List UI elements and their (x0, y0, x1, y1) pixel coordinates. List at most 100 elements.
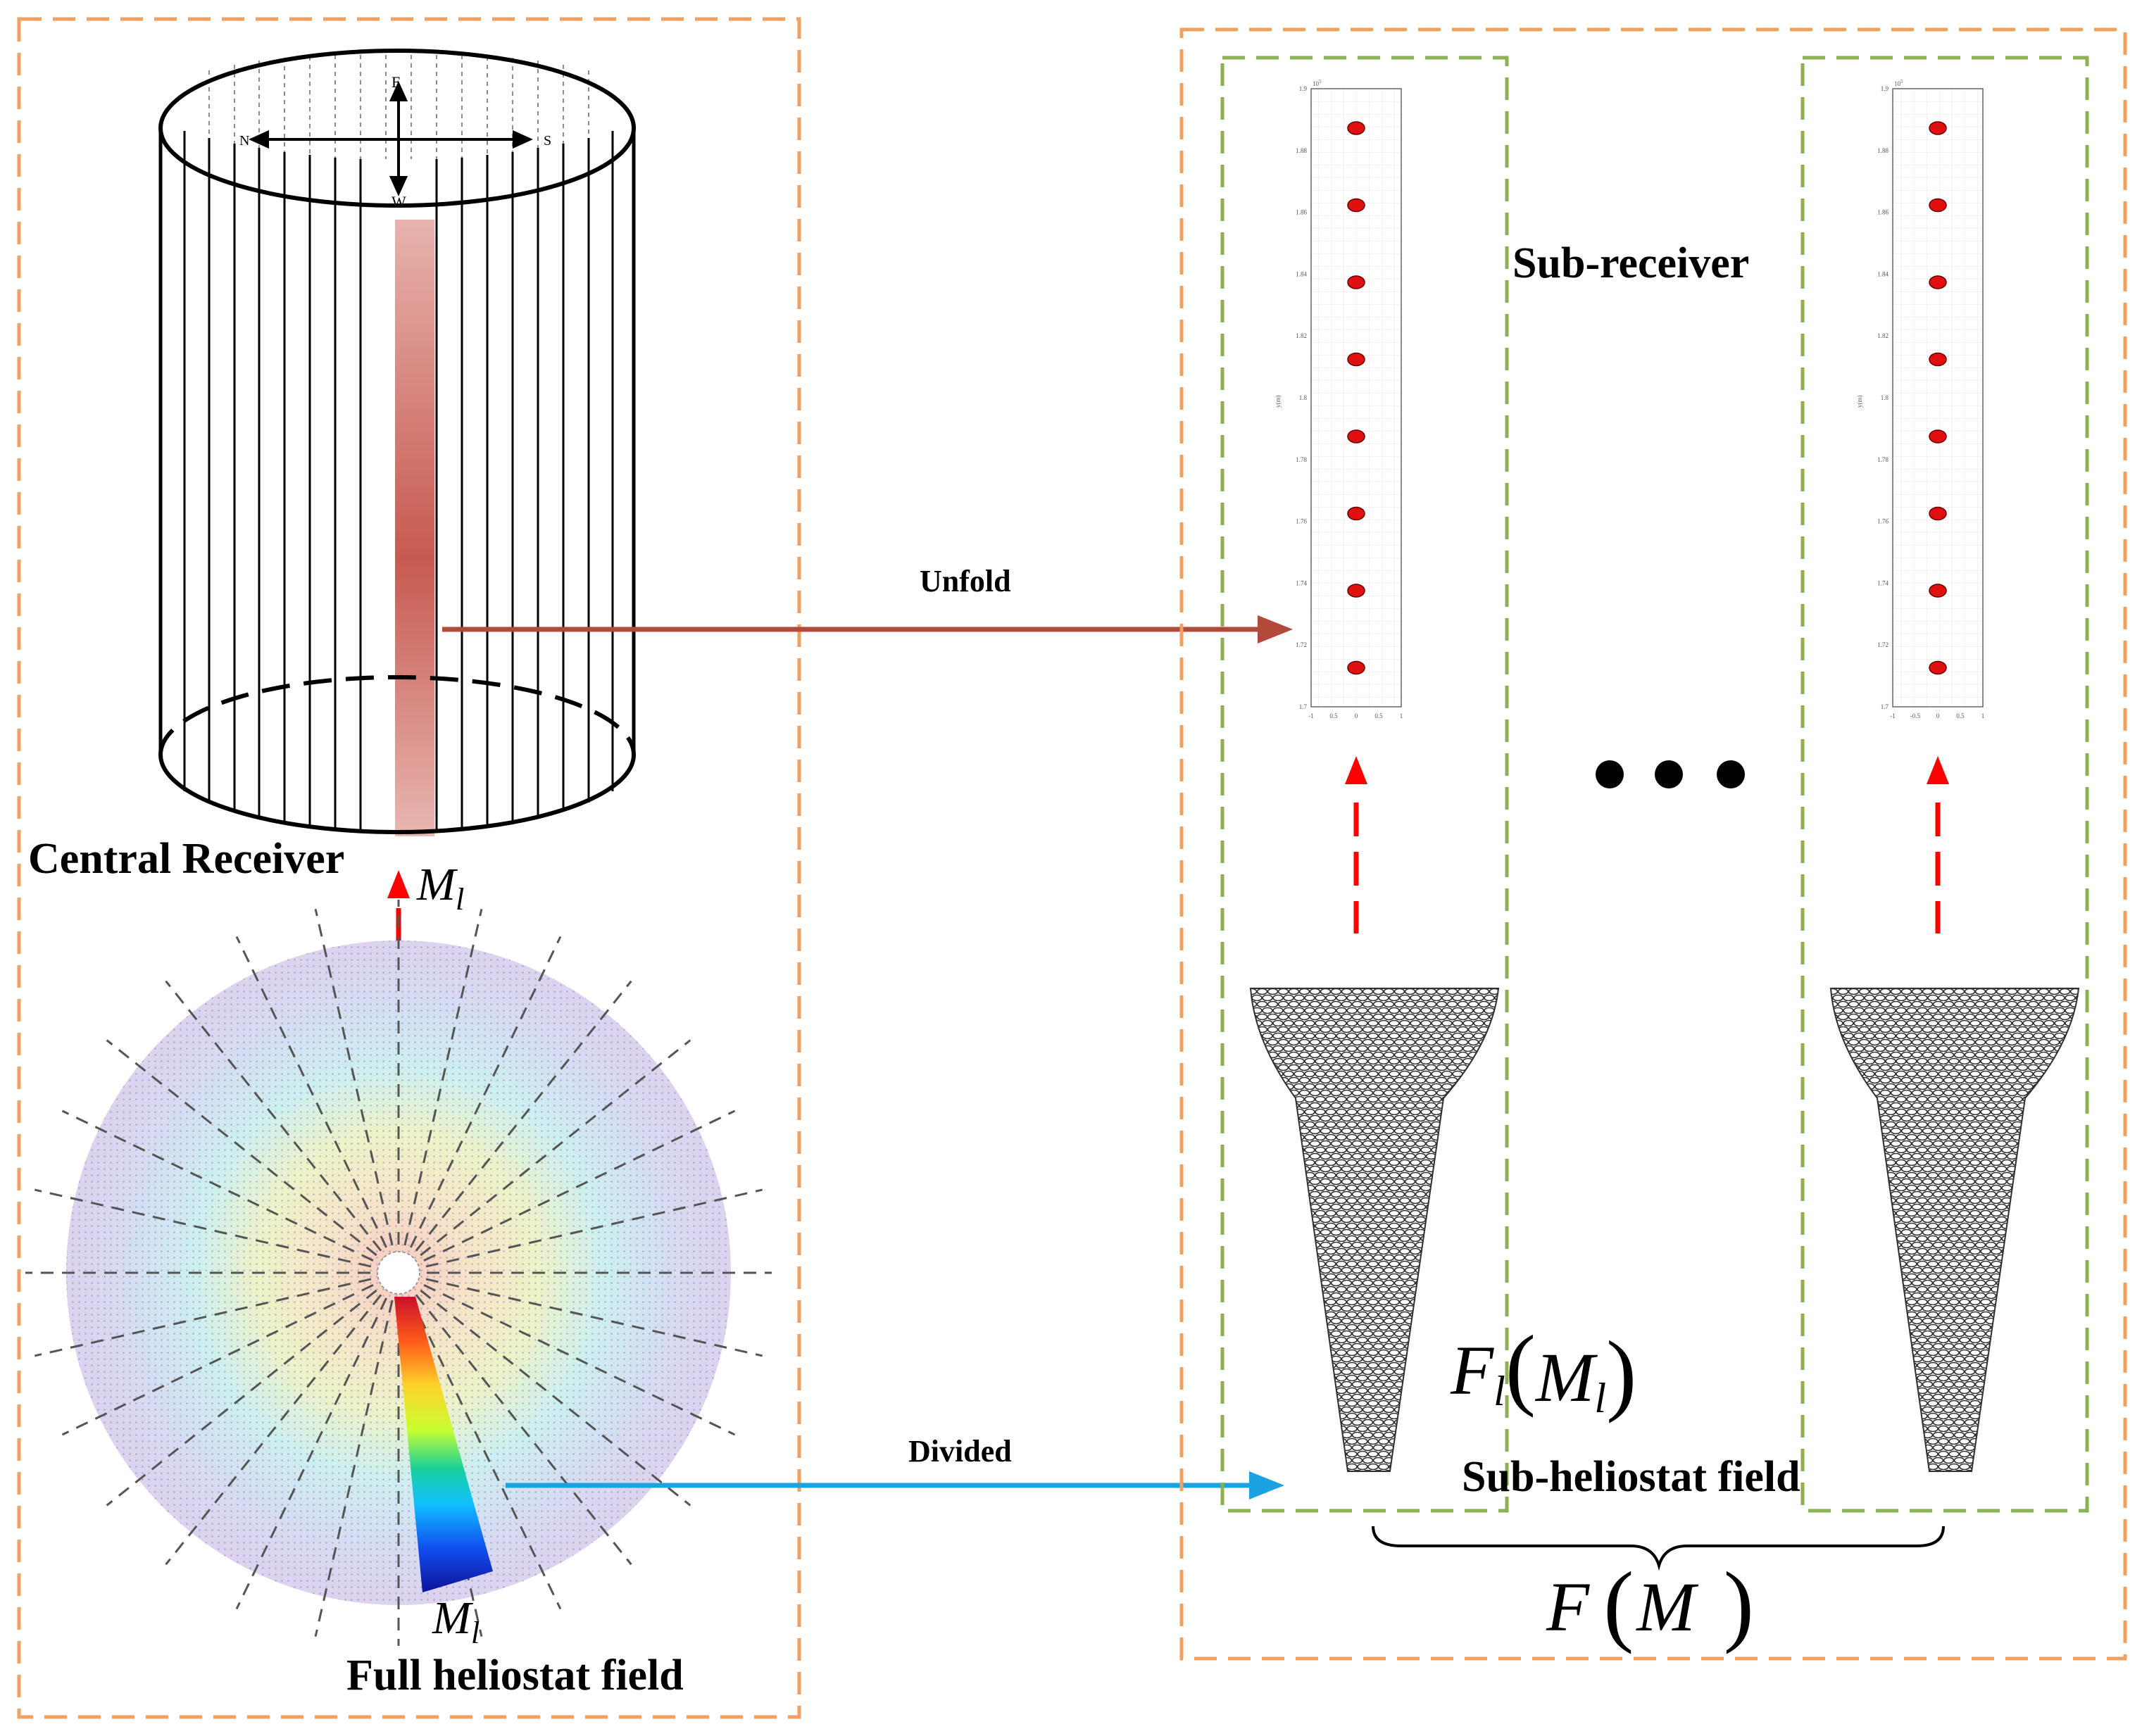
ellipsis-dots (1596, 760, 1745, 788)
sub-aim-arrow-2 (1927, 756, 1949, 933)
plot-y-tick-label: 1.84 (1877, 270, 1889, 277)
sub-receiver-label: Sub-receiver (1512, 239, 1749, 287)
plot-y-tick-label: 1.72 (1296, 641, 1307, 648)
divided-label: Divided (908, 1434, 1012, 1468)
plot-x-tick-label: 0.5 (1956, 712, 1965, 719)
plot-y-tick-label: 1.76 (1877, 518, 1889, 525)
field-divider-line (425, 1278, 763, 1357)
unfold-arrow (442, 615, 1293, 643)
plot-frame (1310, 88, 1402, 707)
divided-arrow (506, 1471, 1284, 1499)
plot-x-tick-label: -1 (1890, 712, 1896, 719)
field-divider-line (415, 980, 632, 1252)
aim-point-dot (1347, 584, 1365, 598)
field-divider-line (410, 1297, 562, 1610)
sub-group-border-1 (1220, 56, 1509, 1513)
plot-y-tick-label: 1.88 (1296, 147, 1307, 154)
cylinder-top-ellipse (158, 49, 636, 208)
left-panel-border (17, 17, 801, 1719)
plot-y-tick-label: 1.9 (1299, 85, 1308, 92)
compass-n-label: N (239, 133, 249, 149)
plot-y-tick-label: 1.8 (1881, 394, 1889, 401)
sub-heliostat-field-2 (1829, 988, 2080, 1472)
field-divider-line (165, 1294, 382, 1566)
unfold-label: Unfold (920, 564, 1011, 598)
cylinder-panel-lines (183, 131, 614, 829)
plot-y-tick-label: 1.86 (1296, 209, 1307, 216)
field-divider-line (410, 936, 562, 1248)
compass-s-label: S (544, 133, 551, 149)
aim-point-dot (1347, 352, 1365, 367)
plot-y-tick-label: 1.8 (1299, 394, 1308, 401)
sub-receiver-plot-1: 1.9 1.88 1.86 1.84 1.82 1.8 1.78 1.76 1.74 1.72 1.… (1274, 79, 1403, 719)
field-divider-line (314, 1300, 394, 1637)
sub-heliostat-field-1 (1249, 988, 1500, 1472)
m-l-lower-symbol: Ml (432, 1592, 480, 1650)
full-heliostat-field-label: Full heliostat field (346, 1652, 684, 1699)
field-divider-line (425, 1188, 763, 1268)
sub-heliostat-field-label: Sub-heliostat field (1462, 1453, 1800, 1501)
receiver-highlight-strip (395, 220, 434, 836)
selected-field-sector (394, 1297, 493, 1592)
plot-y-tick-label: 1.82 (1296, 332, 1307, 339)
aim-point-dot (1347, 121, 1365, 135)
aim-point-dot (1929, 660, 1947, 675)
aim-point-dot (1929, 352, 1947, 367)
field-divider-line (415, 1294, 632, 1566)
compass-e-label: E (392, 73, 401, 91)
plot-y-tick-label: 1.72 (1877, 641, 1889, 648)
m-l-upper-symbol: Ml (416, 859, 464, 917)
plot-frame (1892, 88, 1984, 707)
plot-x-tick-label: 0 (1936, 712, 1940, 719)
compass-rose (249, 81, 533, 196)
field-divider-line (235, 936, 387, 1248)
plot-y-tick-label: 1.7 (1881, 703, 1889, 710)
aim-point-dot (1347, 275, 1365, 289)
plot-exponent-label: 105 (1313, 79, 1322, 87)
plot-y-tick-label: 1.76 (1296, 518, 1307, 525)
aim-point-dot (1347, 660, 1365, 675)
plot-y-tick-label: 1.88 (1877, 147, 1889, 154)
field-divider-line (420, 1289, 691, 1507)
aim-point-dot (1929, 506, 1947, 521)
plot-x-tick-label: 0.5 (1374, 712, 1383, 719)
plot-x-tick-label: 1 (1400, 712, 1403, 719)
fl-of-ml-expression: Fl(Ml) (1450, 1317, 1636, 1424)
field-divider-line (61, 1284, 374, 1436)
group-brace (1372, 1526, 1945, 1571)
plot-y-tick-label: 1.84 (1296, 270, 1307, 277)
plot-y-tick-label: 1.82 (1877, 332, 1889, 339)
central-receiver-label: Central Receiver (28, 835, 344, 883)
field-divider-line (34, 1278, 372, 1357)
full-heliostat-field (25, 900, 772, 1646)
field-divider-line (61, 1109, 374, 1262)
field-divider-line (423, 1109, 736, 1262)
plot-x-tick-label: 1 (1981, 712, 1985, 719)
sub-receiver-plot-2: 1.91.881.861.841.821.81.781.761.741.721.… (1856, 79, 1984, 719)
plot-y-tick-label: 1.74 (1296, 579, 1307, 586)
plot-x-tick-label: -0.5 (1910, 712, 1921, 719)
plot-x-tick-label: -1 (1308, 712, 1314, 719)
aim-point-dot (1347, 506, 1365, 521)
aim-point-dot (1347, 429, 1365, 444)
sub-group-border-2 (1800, 56, 2089, 1513)
f-of-m-expression: F(M) (1546, 1554, 1754, 1655)
plot-y-tick-label: 1.78 (1296, 456, 1307, 463)
field-divider-line (423, 1284, 736, 1436)
field-divider-line (314, 908, 394, 1246)
central-receiver-cylinder (158, 49, 636, 836)
field-sector-dividers (25, 900, 772, 1646)
aim-point-dot (1929, 429, 1947, 444)
plot-y-axis-label: y(m) (1274, 396, 1282, 408)
aim-point-dot (1929, 275, 1947, 289)
aim-point-dot (1929, 121, 1947, 135)
plot-x-tick-label: 0 (1355, 712, 1358, 719)
field-divider-line (106, 1039, 377, 1257)
plot-y-tick-label: 1.86 (1877, 209, 1889, 216)
field-divider-line (106, 1289, 377, 1507)
field-divider-line (403, 908, 483, 1246)
plot-y-tick-label: 1.7 (1299, 703, 1308, 710)
plot-y-tick-label: 1.74 (1877, 579, 1889, 586)
compass-w-label: W (392, 193, 406, 210)
